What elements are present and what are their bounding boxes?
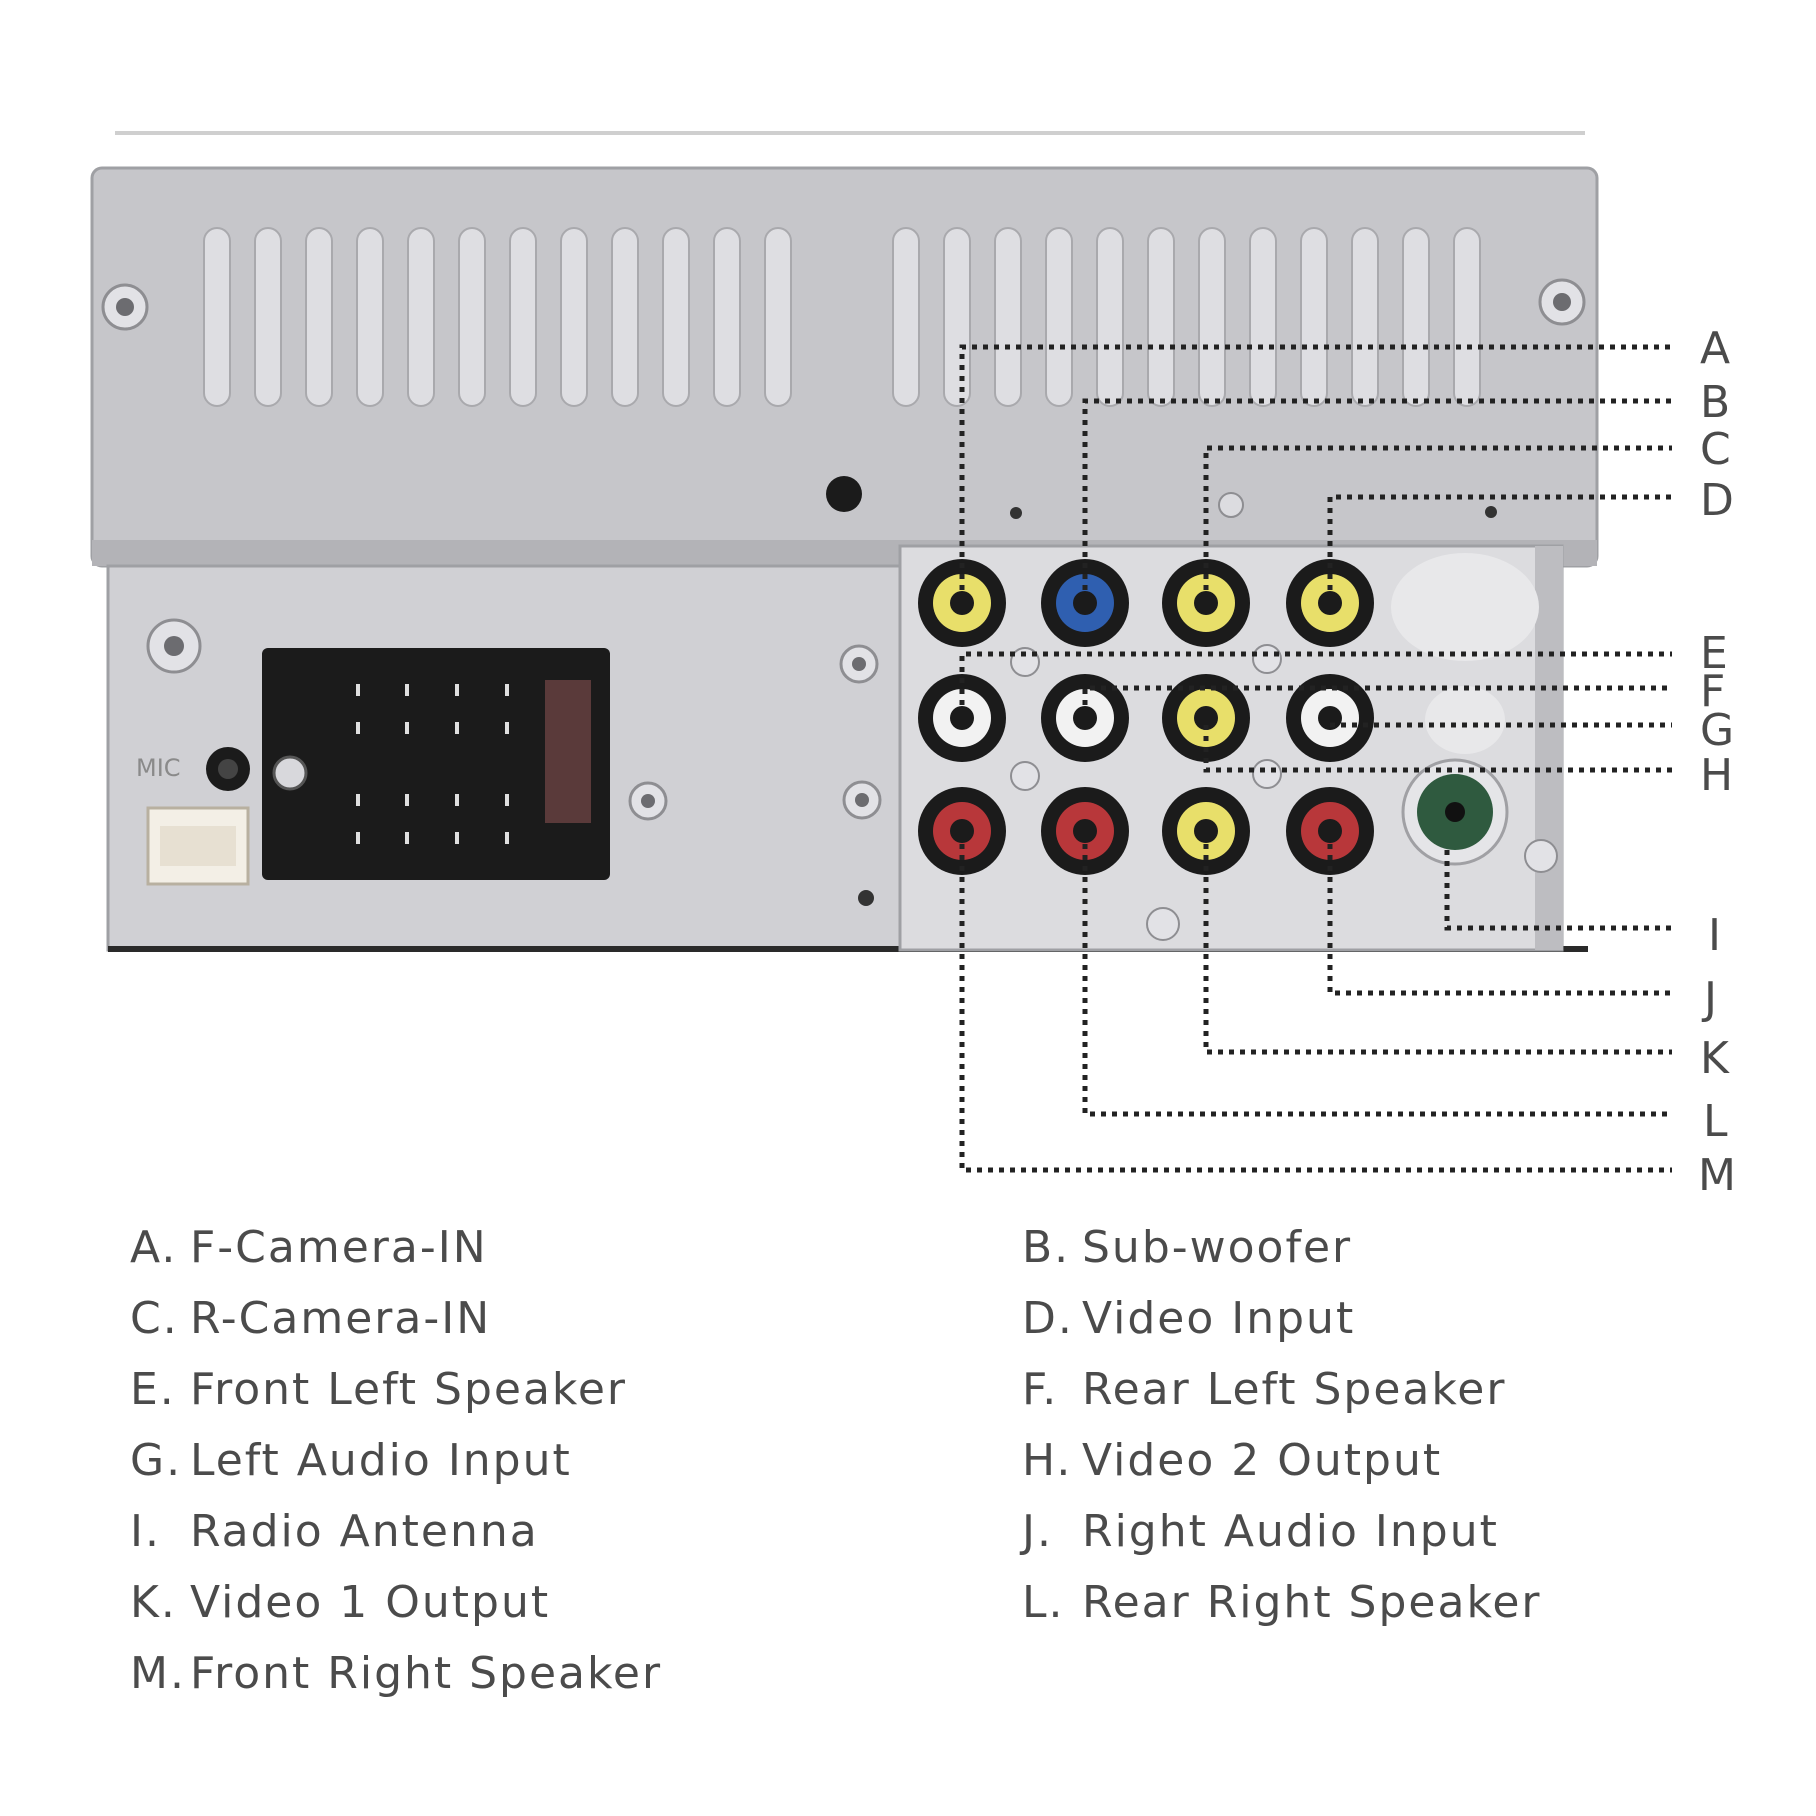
legend-text: Rear Right Speaker (1082, 1577, 1542, 1628)
screw-chassis-left (146, 618, 202, 674)
legend-key: D. (1022, 1293, 1074, 1344)
vent-group-left (203, 227, 792, 407)
callout-k: K (1700, 1033, 1730, 1084)
callout-a: A (1700, 323, 1730, 374)
legend-key: B. (1022, 1222, 1071, 1273)
rca-jack-m[interactable] (918, 787, 1006, 875)
callout-l: L (1703, 1096, 1728, 1147)
callout-i: I (1708, 910, 1721, 961)
legend-item-i: I. Radio Antenna (130, 1506, 539, 1557)
rca-jack-g[interactable] (1162, 674, 1250, 762)
callout-lines (959, 344, 1672, 1173)
legend-text: Video 1 Output (190, 1577, 551, 1628)
vent-group-right (892, 227, 1481, 407)
mic-label: MIC (136, 754, 181, 782)
legend-key: M. (130, 1648, 186, 1699)
callout-f: F (1700, 666, 1725, 717)
legend-key: K. (130, 1577, 177, 1628)
rca-jack-c[interactable] (1162, 559, 1250, 647)
rca-jack-e[interactable] (918, 674, 1006, 762)
callout-e: E (1700, 628, 1728, 679)
housing-hole (826, 476, 862, 512)
rca-jack-k[interactable] (1162, 787, 1250, 875)
white-harness-plug (146, 806, 250, 886)
callout-h: H (1700, 750, 1733, 801)
mic-jack (206, 747, 250, 791)
legend-item-m: M.Front Right Speaker (130, 1648, 662, 1699)
legend-text: Radio Antenna (190, 1506, 539, 1557)
screw-chassis-c (842, 780, 882, 820)
rca-jack-h[interactable] (1286, 674, 1374, 762)
legend-text: Right Audio Input (1082, 1506, 1499, 1557)
legend-text: R-Camera-IN (190, 1293, 492, 1344)
rca-jack-j[interactable] (1286, 787, 1374, 875)
legend-key: G. (130, 1435, 183, 1486)
legend-item-l: L. Rear Right Speaker (1022, 1577, 1542, 1628)
legend-item-h: H.Video 2 Output (1022, 1435, 1442, 1486)
legend-text: F-Camera-IN (190, 1222, 488, 1273)
legend-item-a: A.F-Camera-IN (130, 1222, 488, 1273)
legend-key: L. (1022, 1577, 1065, 1628)
rca-jack-l[interactable] (1041, 787, 1129, 875)
legend-text: Front Right Speaker (190, 1648, 663, 1699)
legend-key: C. (130, 1293, 179, 1344)
callout-d: D (1700, 475, 1734, 526)
legend-item-g: G.Left Audio Input (130, 1435, 572, 1486)
rca-jack-f[interactable] (1041, 674, 1129, 762)
screw-chassis-b (628, 781, 668, 821)
screw-top-right (1538, 278, 1586, 326)
legend-item-e: E. Front Left Speaker (130, 1364, 627, 1415)
callout-g: G (1700, 705, 1734, 756)
legend-item-d: D.Video Input (1022, 1293, 1355, 1344)
legend-key: A. (130, 1222, 178, 1273)
callout-b: B (1700, 377, 1730, 428)
legend-key: F. (1022, 1364, 1059, 1415)
rca-jack-d[interactable] (1286, 559, 1374, 647)
screw-top-left (101, 283, 149, 331)
callout-c: C (1700, 424, 1731, 475)
legend-item-b: B.Sub-woofer (1022, 1222, 1352, 1273)
legend-text: Video Input (1082, 1293, 1356, 1344)
legend-item-f: F. Rear Left Speaker (1022, 1364, 1506, 1415)
legend-key: E. (130, 1364, 176, 1415)
rca-jack-a[interactable] (918, 559, 1006, 647)
callout-j: J (1701, 973, 1717, 1024)
radio-antenna-jack[interactable] (1401, 758, 1509, 866)
callout-letters: A B C D E F G H I J K L M (1698, 323, 1736, 1201)
legend-text: Sub-woofer (1082, 1222, 1353, 1273)
legend-item-j: J. Right Audio Input (1022, 1506, 1499, 1557)
screw-chassis-a (839, 644, 879, 684)
legend-text: Video 2 Output (1082, 1435, 1443, 1486)
callout-m: M (1698, 1150, 1736, 1201)
stereo-rear-panel-diagram: M I C (90, 131, 1736, 1201)
iso-wiring-connector (262, 648, 610, 880)
legend-text: Front Left Speaker (190, 1364, 628, 1415)
legend-key: I. (130, 1506, 161, 1557)
legend-text: Rear Left Speaker (1082, 1364, 1507, 1415)
legend-key: H. (1022, 1435, 1073, 1486)
legend-key: J. (1022, 1506, 1053, 1557)
rca-jack-b[interactable] (1041, 559, 1129, 647)
legend-item-c: C.R-Camera-IN (130, 1293, 491, 1344)
legend-text: Left Audio Input (190, 1435, 572, 1486)
legend-item-k: K. Video 1 Output (130, 1577, 550, 1628)
